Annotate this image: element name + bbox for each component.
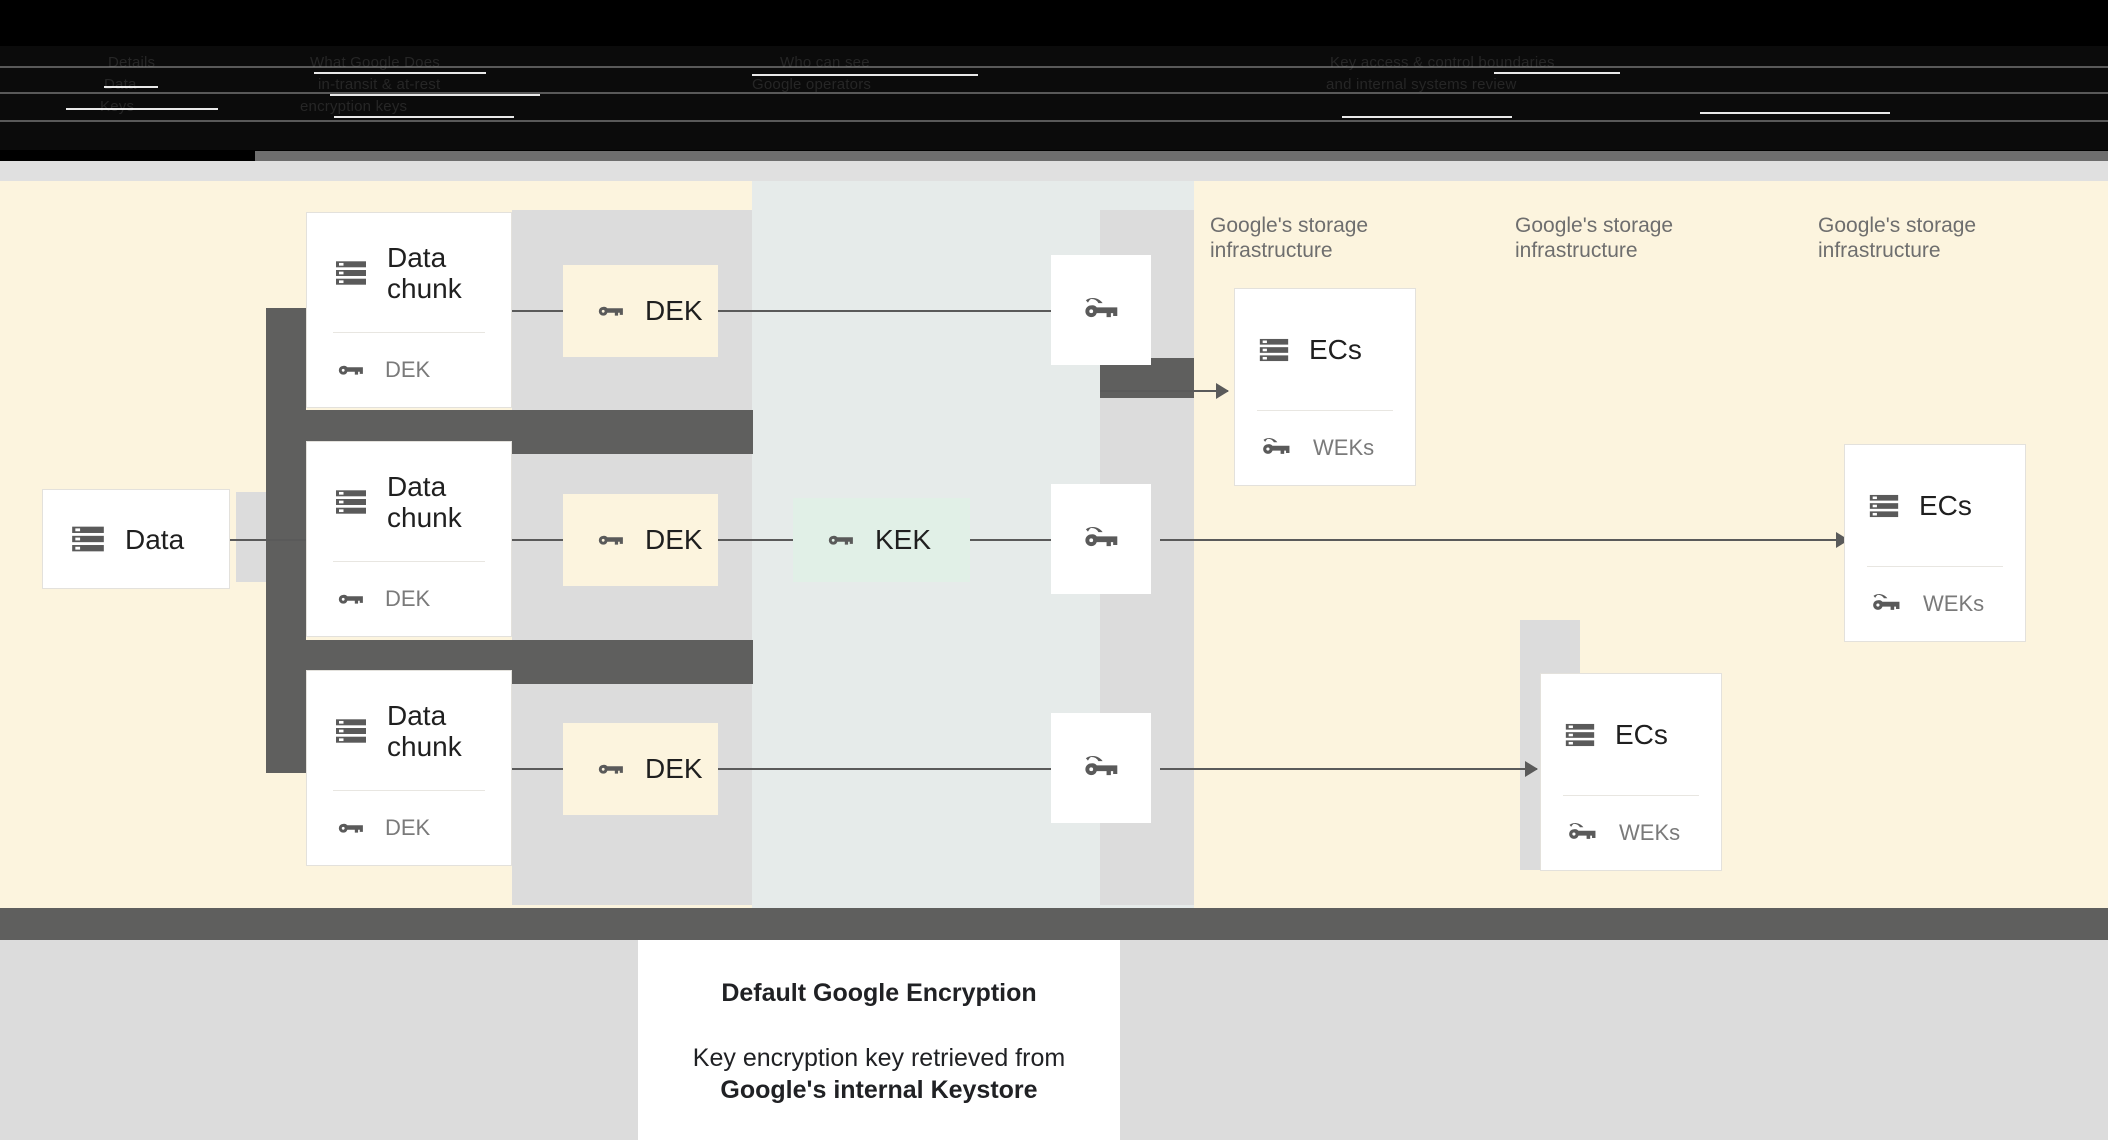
card-key-label: DEK bbox=[385, 357, 431, 382]
caption-body: Key encryption key retrieved from Google… bbox=[693, 1042, 1065, 1106]
card-ec-3[interactable]: ECs WEKs bbox=[1540, 673, 1722, 871]
server-icon bbox=[1259, 338, 1289, 361]
server-icon bbox=[336, 489, 366, 514]
server-icon bbox=[72, 526, 104, 552]
card-data-chunk-1[interactable]: Data chunk DEK bbox=[306, 212, 512, 408]
header-gray-tab bbox=[255, 151, 2108, 161]
key-icon bbox=[338, 365, 363, 375]
header-text-line: encryption keys bbox=[300, 98, 408, 115]
server-icon bbox=[1565, 723, 1595, 746]
card-label: ECs bbox=[1919, 490, 1972, 521]
chip-dek-1[interactable]: DEK bbox=[563, 265, 718, 357]
card-ec-1[interactable]: ECs WEKs bbox=[1234, 288, 1416, 486]
label-storage-infrastructure-1: Google's storage infrastructure bbox=[1210, 214, 1369, 262]
key-icon bbox=[598, 764, 623, 774]
server-icon bbox=[336, 260, 366, 285]
card-ec-2[interactable]: ECs WEKs bbox=[1844, 444, 2026, 642]
bottom-dark-band bbox=[0, 908, 2108, 940]
caption-card: Default Google Encryption Key encryption… bbox=[638, 940, 1120, 1140]
caption-line-1: Key encryption key retrieved from bbox=[692, 1043, 1066, 1072]
card-label: Data chunk bbox=[387, 699, 462, 762]
card-label: Data chunk bbox=[387, 241, 462, 304]
connector-data-to-chunks bbox=[229, 539, 309, 541]
arrow-key3-ec3 bbox=[1160, 761, 1538, 777]
keys-icon bbox=[1085, 297, 1118, 318]
header-text-line: Google operators bbox=[752, 76, 872, 93]
header-text-line: and internal systems review bbox=[1326, 76, 1517, 93]
card-divider bbox=[1257, 410, 1393, 411]
key-icon bbox=[338, 823, 363, 833]
card-divider bbox=[1563, 795, 1699, 796]
card-divider bbox=[333, 332, 485, 333]
header-obscured-region: Details What Google Does Who can see Key… bbox=[0, 46, 2108, 161]
chip-kek[interactable]: KEK bbox=[793, 498, 970, 582]
server-icon bbox=[336, 718, 366, 743]
keybox-wrapped-1[interactable] bbox=[1051, 255, 1151, 365]
keys-icon bbox=[1873, 594, 1900, 610]
keys-icon bbox=[1263, 438, 1290, 454]
card-divider bbox=[1867, 566, 2003, 567]
arrow-key1-ec1 bbox=[1100, 383, 1229, 399]
caption-title: Default Google Encryption bbox=[721, 978, 1037, 1007]
card-key-label: DEK bbox=[385, 815, 431, 840]
header-text-line: in-transit & at-rest bbox=[318, 76, 441, 93]
chip-label: DEK bbox=[645, 524, 703, 555]
keys-icon bbox=[1569, 823, 1596, 839]
card-key-label: DEK bbox=[385, 586, 431, 611]
card-label: Data chunk bbox=[387, 470, 462, 533]
caption-line-2: Google's internal Keystore bbox=[720, 1075, 1038, 1104]
arrow-key2-ec2 bbox=[1160, 532, 1849, 548]
header-text-line: Details bbox=[108, 54, 156, 71]
header-black-bar bbox=[0, 0, 2108, 46]
card-label: Data bbox=[125, 523, 185, 555]
card-label: ECs bbox=[1615, 719, 1668, 750]
card-data-chunk-3[interactable]: Data chunk DEK bbox=[306, 670, 512, 866]
key-icon bbox=[338, 594, 363, 604]
card-key-label: WEKs bbox=[1619, 820, 1681, 845]
key-icon bbox=[598, 306, 623, 316]
card-divider bbox=[333, 790, 485, 791]
server-icon bbox=[1869, 494, 1899, 517]
label-storage-infrastructure-2: Google's storage infrastructure bbox=[1515, 214, 1674, 262]
key-icon bbox=[598, 535, 623, 545]
header-text-line: Keys bbox=[100, 98, 135, 115]
chip-label: KEK bbox=[875, 524, 932, 555]
card-data-source[interactable]: Data bbox=[42, 489, 230, 589]
card-data-chunk-2[interactable]: Data chunk DEK bbox=[306, 441, 512, 637]
keys-icon bbox=[1085, 526, 1118, 547]
card-key-label: WEKs bbox=[1923, 591, 1985, 616]
connector-dek1-key1 bbox=[718, 310, 1052, 312]
connector-chunk2-dek bbox=[511, 539, 563, 541]
chip-dek-3[interactable]: DEK bbox=[563, 723, 718, 815]
header-text-line: Key access & control boundaries bbox=[1330, 54, 1555, 71]
header-text-line: What Google Does bbox=[310, 54, 440, 71]
chip-dek-2[interactable]: DEK bbox=[563, 494, 718, 586]
keybox-wrapped-3[interactable] bbox=[1051, 713, 1151, 823]
connector-dek3-key3 bbox=[718, 768, 1052, 770]
connector-chunk3-dek bbox=[511, 768, 563, 770]
header-text-line: Who can see bbox=[780, 54, 870, 71]
label-storage-infrastructure-3: Google's storage infrastructure bbox=[1818, 214, 1977, 262]
key-icon bbox=[828, 535, 853, 545]
card-label: ECs bbox=[1309, 334, 1362, 365]
connector-chunk1-dek bbox=[511, 310, 563, 312]
header-text-line: Data bbox=[104, 76, 137, 93]
chip-label: DEK bbox=[645, 753, 703, 784]
card-key-label: WEKs bbox=[1313, 435, 1375, 460]
keybox-wrapped-2[interactable] bbox=[1051, 484, 1151, 594]
keys-icon bbox=[1085, 755, 1118, 776]
card-divider bbox=[333, 561, 485, 562]
chip-label: DEK bbox=[645, 295, 703, 326]
